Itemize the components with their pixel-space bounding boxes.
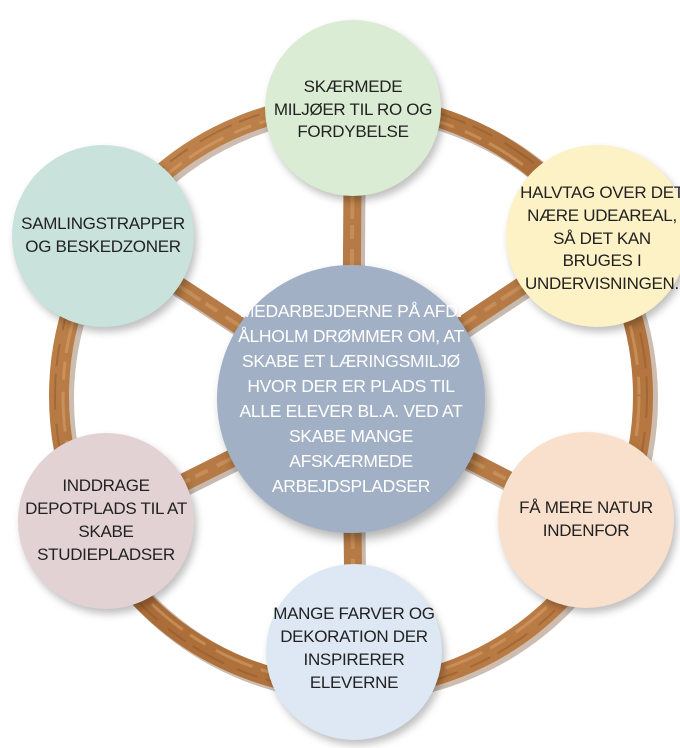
node-right-top: HALVTAG OVER DET NÆRE UDEAREAL, SÅ DET K…	[506, 145, 680, 327]
node-right-top-label: HALVTAG OVER DET NÆRE UDEAREAL, SÅ DET K…	[520, 182, 680, 294]
node-top: SKÆRMEDE MILJØER TIL RO OG FORDYBELSE	[265, 20, 441, 196]
center-node: MEDARBEJDERNE PÅ AFD. ÅLHOLM DRØMMER OM,…	[217, 265, 485, 533]
node-left-bottom: INDDRAGE DEPOTPLADS TIL AT SKABE STUDIEP…	[18, 433, 194, 609]
center-node-label: MEDARBEJDERNE PÅ AFD. ÅLHOLM DRØMMER OM,…	[238, 300, 464, 497]
node-top-label: SKÆRMEDE MILJØER TIL RO OG FORDYBELSE	[273, 76, 433, 142]
node-left-top-label: SAMLINGSTRAPPER OG BESKEDZONER	[21, 214, 185, 256]
node-left-bottom-label: INDDRAGE DEPOTPLADS TIL AT SKABE STUDIEP…	[25, 476, 187, 564]
node-bottom: MANGE FARVER OG DEKORATION DER INSPIRERE…	[266, 564, 442, 740]
node-bottom-label: MANGE FARVER OG DEKORATION DER INSPIRERE…	[273, 604, 435, 692]
node-left-top: SAMLINGSTRAPPER OG BESKEDZONER	[12, 145, 194, 327]
node-right-bottom: FÅ MERE NATUR INDENFOR	[498, 432, 674, 608]
node-right-bottom-label: FÅ MERE NATUR INDENFOR	[519, 498, 653, 540]
